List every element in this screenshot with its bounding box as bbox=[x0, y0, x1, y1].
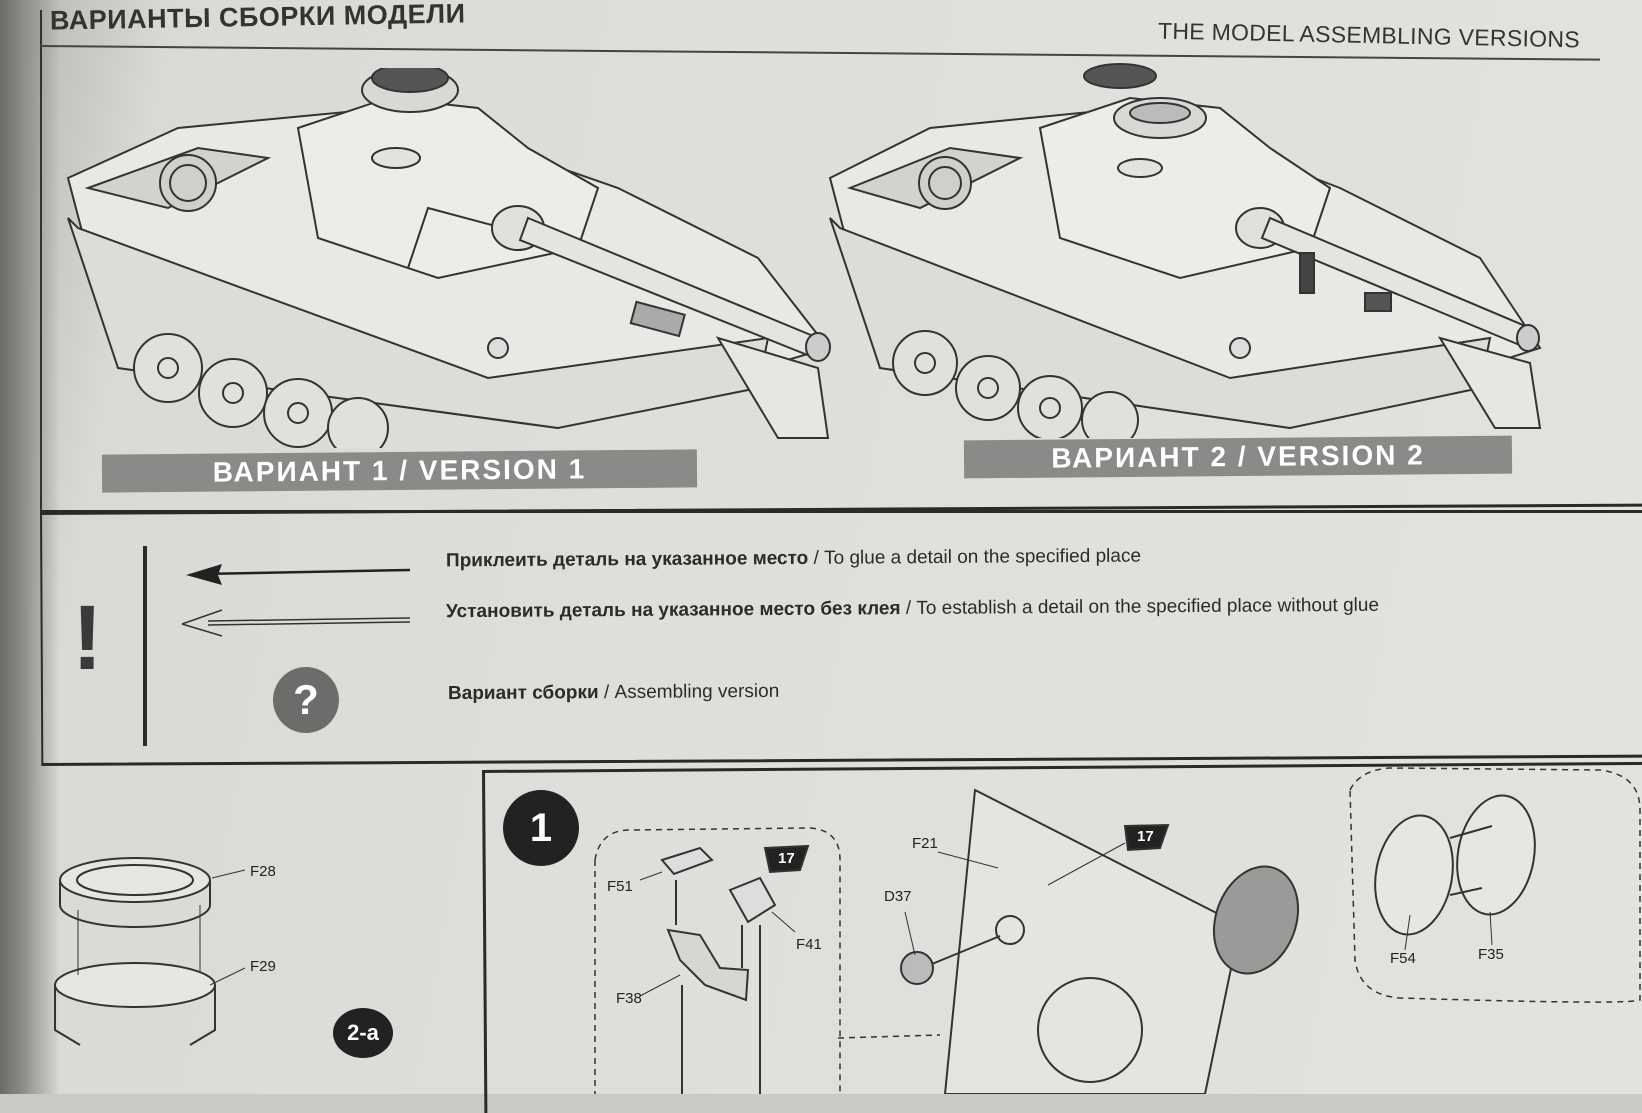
no-glue-arrow-icon bbox=[181, 609, 411, 637]
exclamation-icon: ! bbox=[72, 587, 103, 689]
part-label-f41: F41 bbox=[796, 936, 822, 953]
versions-frame bbox=[40, 10, 1642, 513]
badge-17-a: 17 bbox=[778, 850, 795, 867]
part-label-f29: F29 bbox=[250, 958, 276, 975]
part-label-f38: F38 bbox=[616, 990, 642, 1007]
part-label-f21: F21 bbox=[912, 835, 938, 852]
step-1-number: 1 bbox=[503, 790, 579, 866]
legend-divider bbox=[143, 546, 147, 746]
glue-arrow-icon bbox=[186, 564, 411, 585]
part-label-f54: F54 bbox=[1390, 950, 1416, 967]
part-label-f51: F51 bbox=[607, 878, 633, 895]
tank-version-2-illustration bbox=[828, 63, 1542, 438]
part-label-d37: D37 bbox=[884, 888, 912, 905]
step-2a-number: 2-a bbox=[333, 1008, 393, 1058]
tank-version-1-illustration bbox=[66, 68, 831, 448]
badge-17-b: 17 bbox=[1137, 828, 1154, 845]
part-label-f35: F35 bbox=[1478, 946, 1504, 963]
assembling-version-icon: ? bbox=[273, 667, 339, 733]
part-label-f28: F28 bbox=[250, 863, 276, 880]
page-edge-shadow bbox=[0, 0, 60, 1094]
